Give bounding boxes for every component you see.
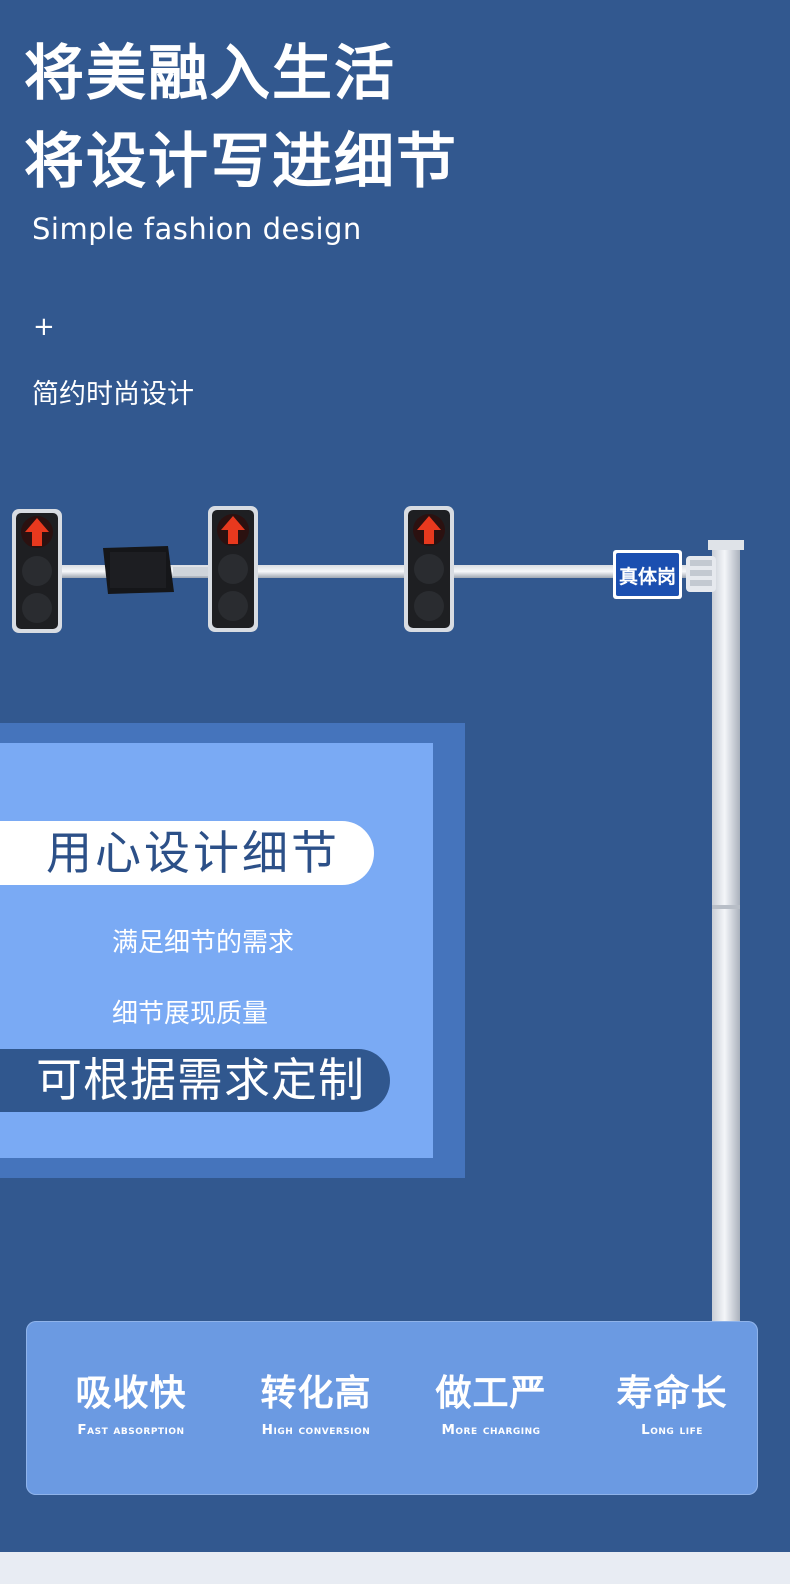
headline-line-2: 将设计写进细节 <box>24 127 458 197</box>
countdown-box <box>103 546 208 594</box>
feature-title: 转化高 <box>260 1373 372 1414</box>
subtitle-cn: 简约时尚设计 <box>32 379 194 410</box>
feature-subtitle: High conversion <box>261 1422 371 1438</box>
feature-title: 吸收快 <box>75 1373 187 1414</box>
street-sign: 真体岗 <box>613 550 682 599</box>
arm-bracket <box>686 556 716 592</box>
feature-item-long-life: 寿命长 Long life <box>582 1370 762 1438</box>
vertical-pole <box>708 540 744 1335</box>
detail-feature-2: 细节展现质量 <box>112 999 269 1029</box>
page-bottom-strip <box>0 1552 790 1584</box>
detail-title: 用心设计细节 <box>46 826 340 880</box>
feature-item-high-conversion: 转化高 High conversion <box>226 1370 406 1438</box>
detail-title-pill <box>0 821 374 885</box>
signal-head-3 <box>404 506 454 632</box>
custom-label: 可根据需求定制 <box>36 1053 365 1107</box>
street-sign-text: 真体岗 <box>619 565 676 588</box>
subtitle-en: Simple fashion design <box>32 212 362 246</box>
custom-pill <box>0 1049 390 1112</box>
feature-item-more-charging: 做工严 More charging <box>401 1370 581 1438</box>
feature-subtitle: Long life <box>641 1422 703 1438</box>
plus-icon: + <box>33 312 55 342</box>
feature-item-fast-absorption: 吸收快 Fast absorption <box>41 1370 221 1438</box>
detail-feature-1: 满足细节的需求 <box>112 928 295 958</box>
feature-subtitle: Fast absorption <box>77 1422 185 1438</box>
signal-head-1 <box>12 509 62 633</box>
signal-head-2 <box>208 506 258 632</box>
feature-title: 寿命长 <box>616 1373 728 1414</box>
headline-line-1: 将美融入生活 <box>24 39 396 109</box>
feature-subtitle: More charging <box>441 1422 541 1438</box>
feature-title: 做工严 <box>435 1373 547 1414</box>
feature-card <box>26 1321 758 1495</box>
